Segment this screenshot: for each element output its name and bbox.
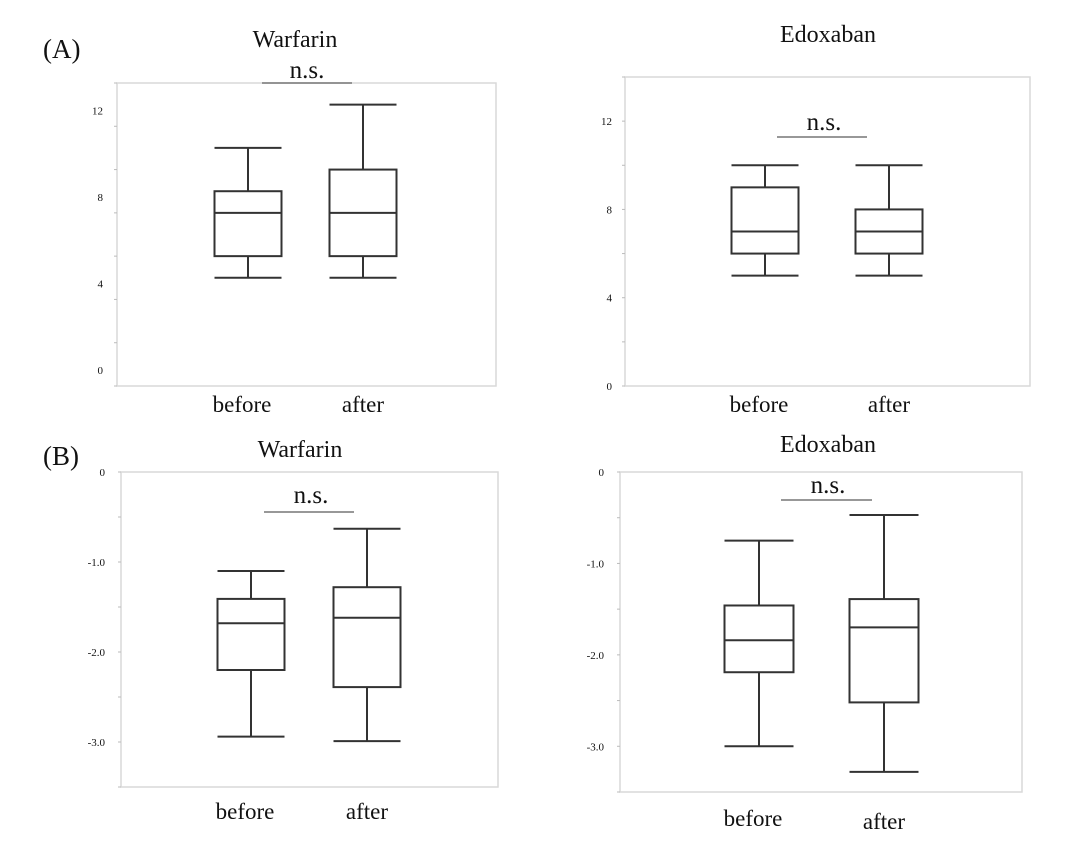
box-before	[730, 164, 800, 277]
x-label-before: before	[213, 392, 272, 417]
iqr-box	[216, 597, 286, 672]
x-label-before: before	[724, 806, 783, 831]
y-tick-label: 8	[607, 204, 613, 216]
box-after	[328, 103, 398, 279]
iqr-box	[213, 190, 283, 258]
y-tick-label: -1.0	[587, 558, 605, 570]
y-tick-label: 0	[607, 381, 613, 393]
box-plot-2: 0 4 8 12 Edoxaban n.s. before after	[601, 22, 1031, 417]
y-tick-label: 0	[599, 467, 605, 479]
significance-label: n.s.	[807, 109, 842, 136]
x-label-before: before	[216, 799, 275, 824]
panel-label-b: (B)	[43, 441, 79, 471]
box-after	[332, 527, 402, 743]
significance-label: n.s.	[294, 482, 329, 509]
x-label-after: after	[342, 392, 384, 417]
x-label-after: after	[868, 392, 910, 417]
y-tick-label: -3.0	[88, 737, 106, 749]
x-label-after: after	[863, 809, 905, 834]
y-tick-label: 4	[607, 293, 613, 305]
panel-label-a: (A)	[43, 34, 80, 64]
y-tick-label: -2.0	[587, 650, 605, 662]
y-tick-label: 0	[100, 467, 106, 479]
iqr-box	[332, 586, 402, 689]
chart-title: Edoxaban	[780, 22, 876, 48]
chart-title: Edoxaban	[780, 432, 876, 458]
y-tick-label: 0	[98, 365, 104, 377]
chart-title: Warfarin	[258, 437, 343, 463]
plot-frame	[116, 82, 497, 387]
plot-frame	[619, 471, 1023, 793]
y-tick-label: 12	[92, 105, 103, 117]
box-plot-1: 0 4 8 12 Warfarin n.s. before after	[92, 27, 497, 417]
box-before	[213, 146, 283, 279]
y-tick-label: 4	[98, 278, 104, 290]
box-plot-3: 0 -1.0 -2.0 -3.0 Warfarin n.s. before after	[88, 437, 499, 824]
y-tick-label: -3.0	[587, 741, 605, 753]
y-tick-label: 12	[601, 116, 612, 128]
box-after	[854, 164, 924, 277]
chart-title: Warfarin	[253, 27, 338, 53]
significance-label: n.s.	[811, 472, 846, 499]
box-before	[723, 539, 795, 748]
iqr-box	[848, 598, 920, 704]
iqr-box	[723, 604, 795, 674]
x-label-after: after	[346, 799, 388, 824]
y-tick-label: -1.0	[88, 557, 106, 569]
box-before	[216, 570, 286, 738]
iqr-box	[730, 186, 800, 255]
plot-frame	[624, 76, 1031, 387]
x-label-before: before	[730, 392, 789, 417]
y-tick-label: 8	[98, 192, 104, 204]
plot-frame	[120, 471, 499, 788]
significance-label: n.s.	[290, 57, 325, 84]
y-tick-label: -2.0	[88, 647, 106, 659]
box-plot-4: 0 -1.0 -2.0 -3.0 Edoxaban n.s. before after	[587, 432, 1023, 834]
box-after	[848, 513, 920, 773]
